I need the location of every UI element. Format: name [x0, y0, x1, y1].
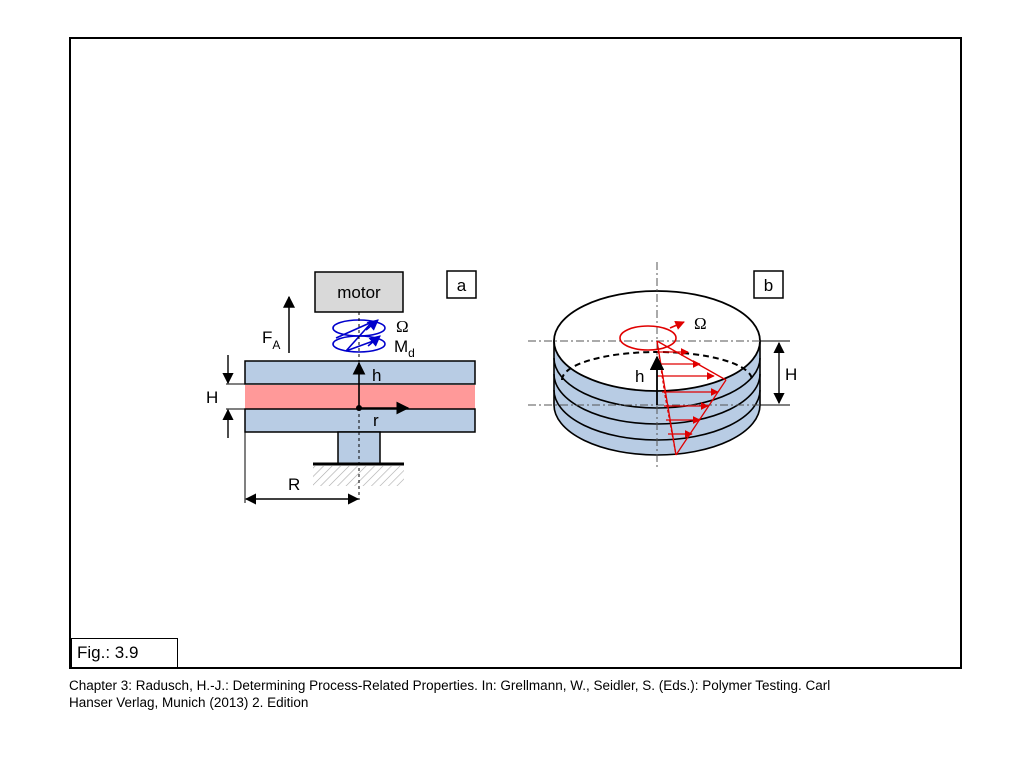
origin-dot: [356, 405, 362, 411]
motor-label: motor: [337, 283, 381, 302]
omega-label-b: Ω: [694, 314, 707, 333]
figure-caption: Chapter 3: Radusch, H.-J.: Determining P…: [69, 677, 969, 711]
panel-a: a motor FA Ω Md h r: [206, 270, 477, 505]
rotation-arrow: [669, 320, 685, 330]
rotation-ellipse: [619, 325, 677, 351]
force-label: FA: [262, 328, 280, 352]
R-label: R: [288, 475, 300, 494]
caption-line-2: Hanser Verlag, Munich (2013) 2. Edition: [69, 695, 309, 710]
panel-b-label: b: [764, 276, 773, 295]
omega-label-a: Ω: [396, 317, 409, 336]
lower-plate: [244, 408, 476, 433]
panel-b-label-box: [753, 270, 784, 299]
sample-layer: [245, 385, 475, 409]
figure-number-label: Fig.: 3.9: [71, 638, 178, 668]
caption-line-1: Chapter 3: Radusch, H.-J.: Determining P…: [69, 678, 831, 693]
upper-plate: [244, 360, 476, 385]
H-label-a: H: [206, 388, 218, 407]
torque-label: Md: [394, 337, 415, 360]
panel-a-label-box: [446, 270, 477, 299]
figure-frame: [69, 37, 962, 669]
panel-a-label: a: [457, 276, 467, 295]
h-label-b: h: [635, 367, 644, 386]
H-label-b: H: [785, 365, 797, 384]
h-label-a: h: [372, 366, 381, 385]
stem: [337, 431, 381, 465]
r-label: r: [373, 411, 379, 430]
panel-b: b Ω: [528, 262, 797, 470]
